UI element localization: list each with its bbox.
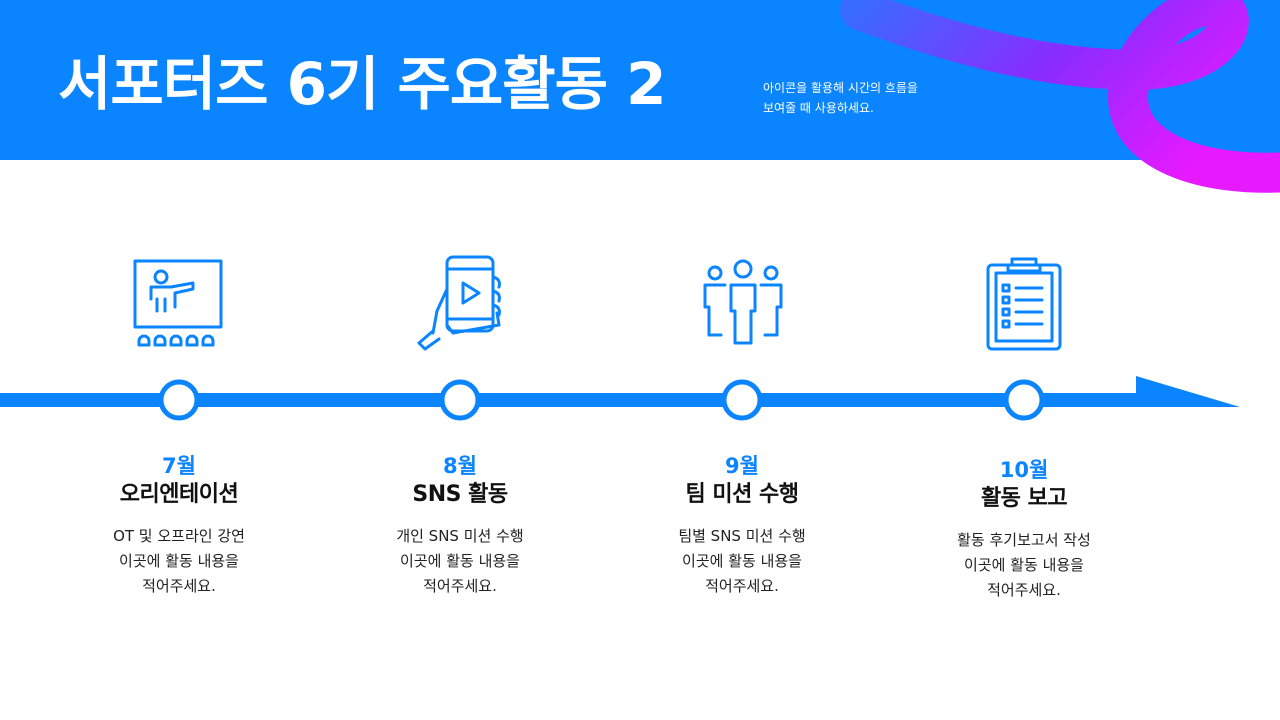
step-title: SNS 활동 (412, 482, 508, 507)
desc-line: 적어주세요. (987, 581, 1061, 599)
step-description: OT 및 오프라인 강연 이곳에 활동 내용을 적어주세요. (49, 524, 309, 599)
step-10: 10월 활동 보고 활동 후기보고서 작성 이곳에 활동 내용을 적어주세요. (894, 456, 1154, 603)
step-9: 9월 팀 미션 수행 팀별 SNS 미션 수행 이곳에 활동 내용을 적어주세요… (612, 452, 872, 599)
desc-line: 이곳에 활동 내용을 (682, 552, 802, 570)
step-month: 8월 (443, 454, 477, 478)
milestone-dot-9 (721, 379, 763, 421)
step-description: 개인 SNS 미션 수행 이곳에 활동 내용을 적어주세요. (330, 524, 590, 599)
subtitle-line: 보여줄 때 사용하세요. (763, 101, 874, 115)
step-month: 9월 (725, 454, 759, 478)
desc-line: 개인 SNS 미션 수행 (396, 527, 524, 545)
step-title: 오리엔테이션 (119, 482, 239, 507)
step-7: 7월 오리엔테이션 OT 및 오프라인 강연 이곳에 활동 내용을 적어주세요. (49, 452, 309, 599)
desc-line: 이곳에 활동 내용을 (964, 556, 1084, 574)
timeline-arrow-icon (1136, 376, 1240, 407)
step-title: 활동 보고 (980, 486, 1068, 511)
smartphone-video-icon (417, 255, 501, 351)
desc-line: 적어주세요. (142, 577, 216, 595)
desc-line: OT 및 오프라인 강연 (113, 527, 245, 545)
team-icon (703, 259, 783, 345)
clipboard-icon (986, 257, 1062, 351)
desc-line: 팀별 SNS 미션 수행 (678, 527, 806, 545)
desc-line: 적어주세요. (423, 577, 497, 595)
page-title: 서포터즈 6기 주요활동 2 (58, 50, 667, 118)
subtitle-line: 아이콘을 활용해 시간의 흐름을 (763, 81, 918, 95)
milestone-dot-8 (439, 379, 481, 421)
step-title: 팀 미션 수행 (685, 482, 799, 507)
desc-line: 이곳에 활동 내용을 (119, 552, 239, 570)
timeline (0, 376, 1240, 421)
milestone-dot-7 (158, 379, 200, 421)
milestone-dot-10 (1003, 379, 1045, 421)
timeline-line (0, 393, 1150, 407)
desc-line: 적어주세요. (705, 577, 779, 595)
step-description: 활동 후기보고서 작성 이곳에 활동 내용을 적어주세요. (894, 528, 1154, 603)
presentation-icon (133, 259, 223, 347)
desc-line: 활동 후기보고서 작성 (957, 531, 1091, 549)
page-subtitle: 아이콘을 활용해 시간의 흐름을 보여줄 때 사용하세요. (763, 78, 963, 118)
step-8: 8월 SNS 활동 개인 SNS 미션 수행 이곳에 활동 내용을 적어주세요. (330, 452, 590, 599)
step-description: 팀별 SNS 미션 수행 이곳에 활동 내용을 적어주세요. (612, 524, 872, 599)
step-month: 7월 (162, 454, 196, 478)
step-month: 10월 (999, 458, 1049, 482)
desc-line: 이곳에 활동 내용을 (400, 552, 520, 570)
